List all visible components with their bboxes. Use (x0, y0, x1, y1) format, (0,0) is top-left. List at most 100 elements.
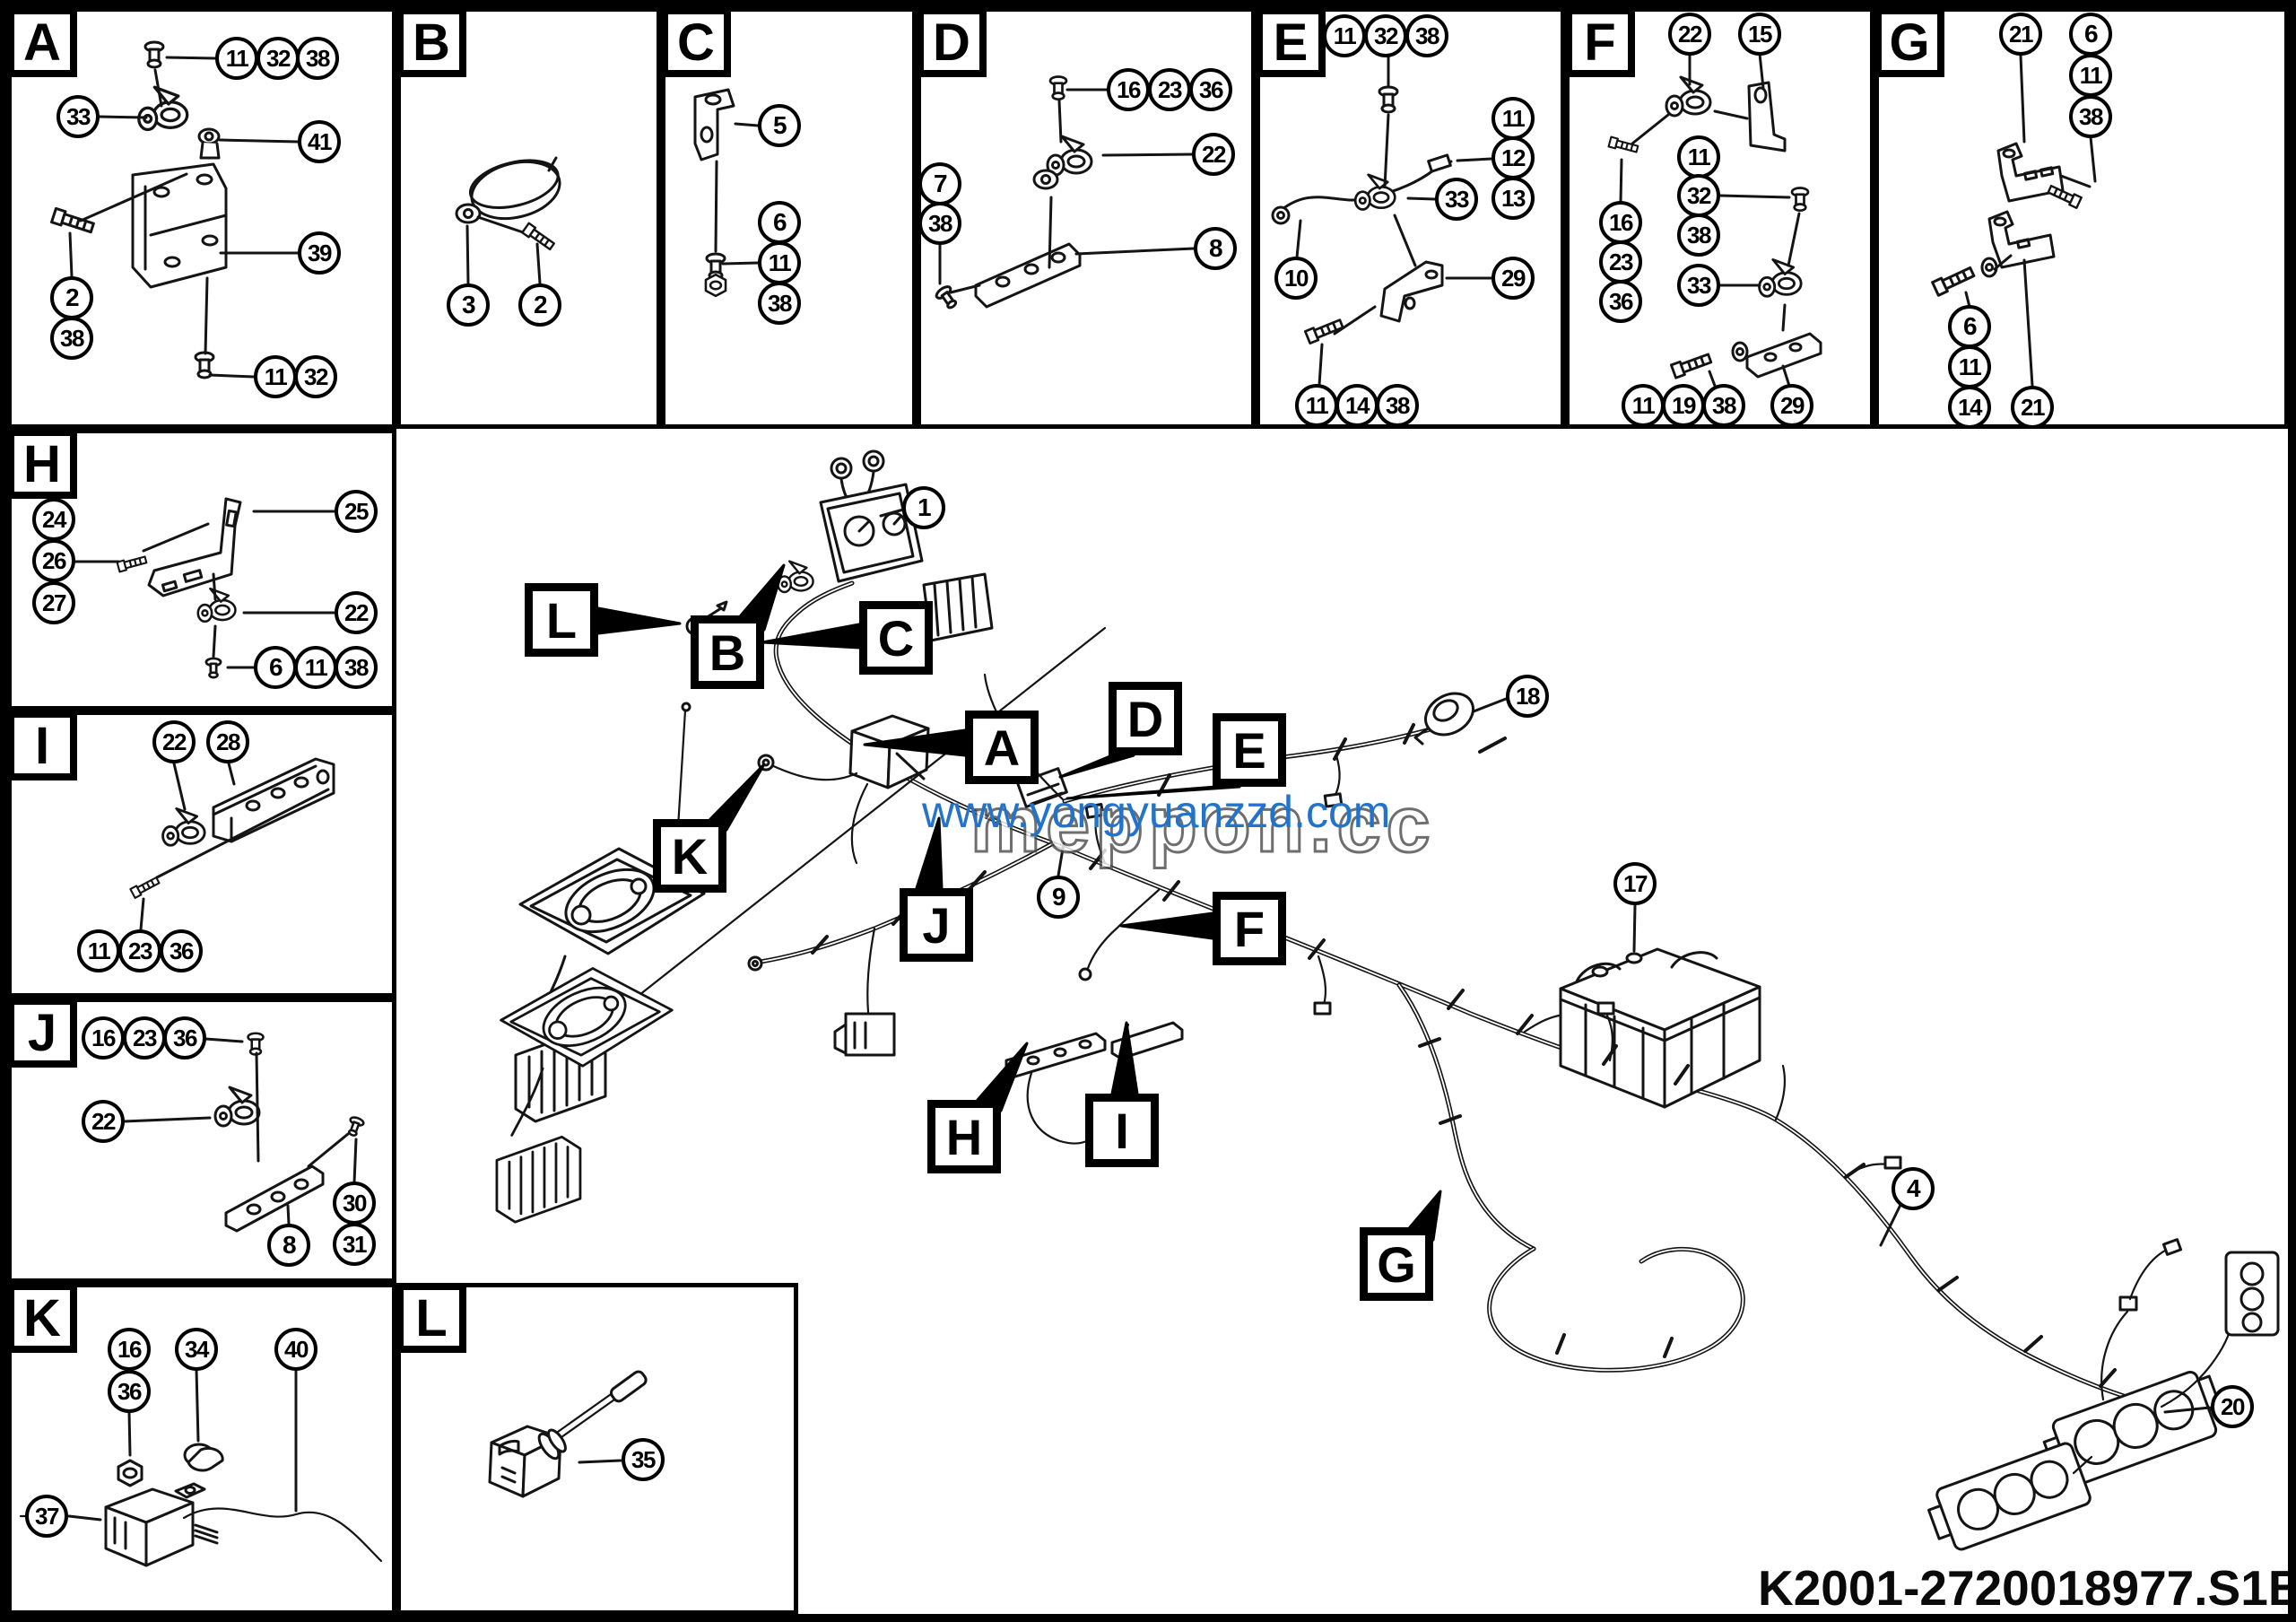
panel-b-parts (455, 156, 561, 253)
callout-circle-36: 36 (160, 929, 203, 972)
callout-circle-37: 37 (25, 1495, 68, 1538)
detail-panel-J: J (7, 998, 396, 1283)
callout-circle-11: 11 (1295, 384, 1338, 427)
callout-circle-23: 23 (1599, 240, 1642, 283)
section-callout-L: L (525, 583, 598, 657)
callout-circle-11: 11 (1948, 345, 1991, 388)
leader-line (97, 115, 148, 119)
detail-panel-A: A (7, 7, 396, 429)
callout-circle-11: 11 (254, 355, 297, 398)
leader-line (1619, 158, 1623, 204)
callout-circle-33: 33 (1677, 264, 1720, 307)
panel-tag-L: L (396, 1283, 466, 1353)
leader-line (535, 242, 542, 285)
section-callout-D: D (1109, 682, 1182, 755)
leader-line (2059, 174, 2092, 188)
pointer-E (1065, 785, 1241, 800)
leader-line (949, 283, 981, 294)
callout-circle-36: 36 (108, 1370, 151, 1413)
callout-circle-11: 11 (294, 646, 337, 689)
leader-line (227, 762, 236, 786)
leader-line (1781, 364, 1791, 388)
panel-tag-H: H (7, 429, 77, 499)
panel-i-parts (129, 757, 335, 899)
detail-panel-L: L (396, 1283, 798, 1615)
panel-c-parts (693, 88, 735, 298)
callout-circle-32: 32 (1364, 14, 1407, 57)
leader-line (1632, 903, 1637, 953)
callout-circle-30: 30 (333, 1182, 376, 1225)
leader-line (122, 1116, 212, 1123)
panel-d-parts (933, 75, 1093, 313)
leader-line (2022, 258, 2034, 388)
callout-circle-11: 11 (1492, 97, 1535, 140)
callout-circle-38: 38 (1702, 384, 1745, 427)
callout-circle-12: 12 (1492, 136, 1535, 179)
callout-circle-21: 21 (1999, 13, 2042, 56)
leader-line (286, 1204, 291, 1225)
callout-circle-11: 11 (77, 929, 120, 972)
callout-circle-38: 38 (296, 37, 339, 80)
right-edge-bracket (2224, 1251, 2280, 1337)
leader-lines (67, 52, 2212, 1522)
callout-circle-22: 22 (1192, 133, 1235, 176)
callout-circle-38: 38 (50, 317, 93, 360)
leader-line (1406, 196, 1437, 201)
harness-wire-core (775, 582, 1054, 844)
callout-circle-13: 13 (1492, 177, 1535, 220)
panel-tag-B: B (396, 7, 466, 77)
callout-circle-36: 36 (163, 1016, 206, 1060)
callout-circle-9: 9 (1037, 876, 1080, 919)
leader-line (1295, 219, 1302, 259)
callout-circle-16: 16 (1107, 68, 1150, 111)
callout-circle-6: 6 (758, 201, 801, 244)
panel-tag-F: F (1565, 7, 1635, 77)
leader-line (208, 373, 256, 379)
callout-circle-36: 36 (1189, 68, 1232, 111)
panel-l-parts (488, 1370, 648, 1498)
callout-circle-8: 8 (1194, 227, 1237, 270)
leader-line (578, 1459, 622, 1464)
callout-circle-16: 16 (1599, 201, 1642, 244)
callout-circle-38: 38 (758, 282, 801, 325)
grommet-cap-part (1413, 692, 1507, 754)
callout-circle-11: 11 (2069, 54, 2112, 97)
panel-e-parts (1271, 85, 1453, 345)
section-callout-K: K (653, 819, 726, 893)
leader-line (79, 172, 188, 222)
callout-circle-28: 28 (206, 720, 249, 763)
leader-line (1781, 303, 1787, 332)
callout-circle-11: 11 (758, 241, 801, 284)
panel-j-parts (213, 1032, 366, 1233)
leader-line (1713, 109, 1749, 120)
leader-line (1057, 842, 1065, 877)
leader-line (139, 897, 145, 931)
leader-line (1718, 194, 1791, 199)
callout-circle-38: 38 (918, 202, 961, 245)
leader-line (1318, 343, 1324, 387)
callout-circle-8: 8 (267, 1224, 310, 1267)
leader-line (1708, 370, 1717, 388)
callout-circle-6: 6 (1948, 305, 1991, 348)
leader-line (2163, 1406, 2212, 1414)
callout-circle-38: 38 (2069, 95, 2112, 138)
leader-line (721, 261, 760, 266)
callout-circle-24: 24 (32, 498, 75, 541)
panel-tag-C: C (661, 7, 731, 77)
callout-circle-29: 29 (1492, 257, 1535, 300)
callout-circle-32: 32 (1677, 174, 1720, 217)
callout-circle-22: 22 (82, 1100, 125, 1143)
panel-tag-I: I (7, 711, 77, 780)
panel-tag-G: G (1874, 7, 1944, 77)
callout-circle-3: 3 (447, 283, 490, 327)
detail-panel-H: H (7, 429, 396, 711)
callout-circle-25: 25 (335, 490, 378, 533)
callout-circle-14: 14 (1948, 386, 1991, 429)
callout-circle-21: 21 (2011, 386, 2054, 429)
callout-circle-34: 34 (175, 1328, 218, 1371)
callout-circle-18: 18 (1506, 675, 1549, 718)
callout-circle-35: 35 (622, 1438, 665, 1481)
leader-line (1074, 247, 1196, 256)
callout-circle-23: 23 (123, 1016, 166, 1060)
